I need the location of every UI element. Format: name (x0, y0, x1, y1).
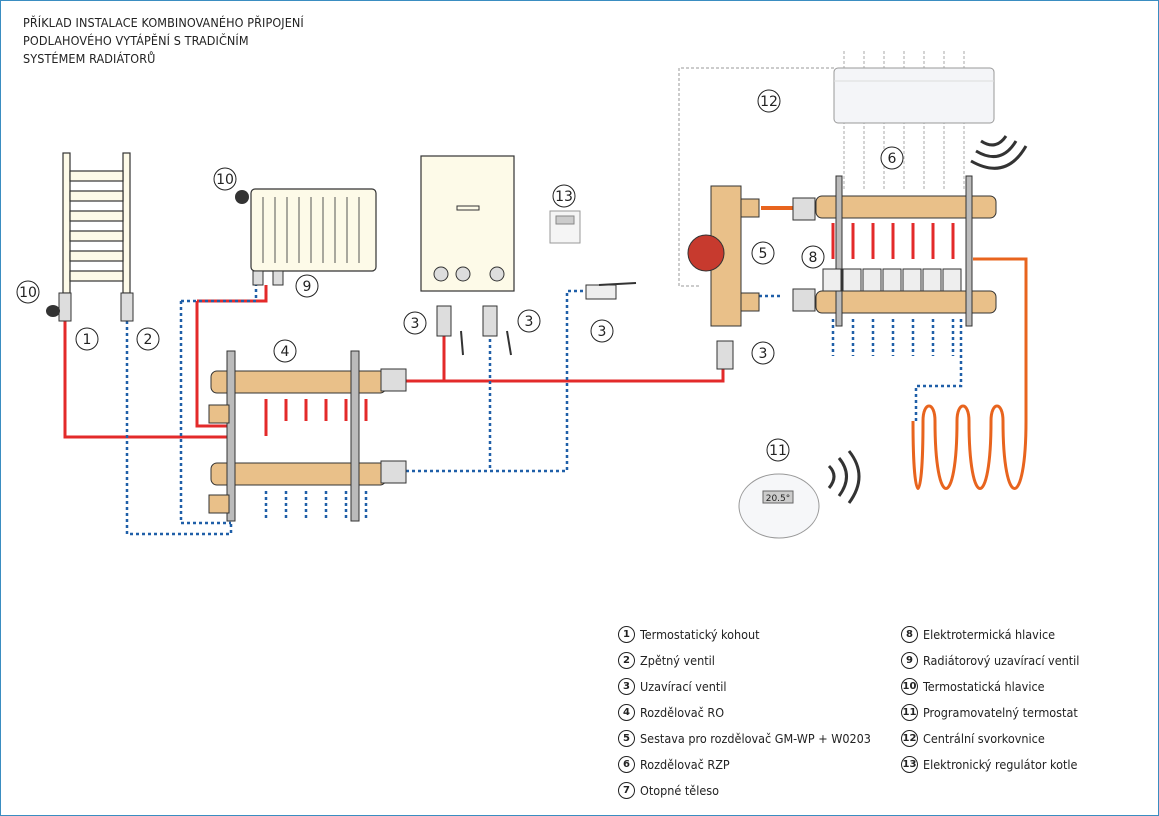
legend-number: 6 (618, 755, 635, 773)
callout-label: 13 (555, 189, 573, 205)
legend-label: Elektronický regulátor kotle (923, 756, 1078, 772)
legend-number: 10 (901, 677, 918, 695)
callout-2: 2 (136, 327, 160, 351)
callout-label: 11 (769, 443, 787, 459)
callout-label: 10 (216, 172, 234, 188)
legend-number: 13 (901, 755, 918, 773)
callout-10: 10 (213, 167, 237, 191)
boiler (420, 155, 515, 292)
legend-label: Rozdělovač RZP (640, 756, 730, 772)
callout-1: 1 (75, 327, 99, 351)
callout-label: 1 (83, 332, 92, 348)
legend-item: 8 Elektrotermická hlavice (901, 621, 1079, 647)
callout-label: 2 (144, 332, 153, 348)
callout-3: 3 (590, 319, 614, 343)
legend-label: Termostatická hlavice (923, 678, 1045, 694)
legend-number: 2 (618, 651, 635, 669)
callout-4: 4 (273, 339, 297, 363)
legend-number: 3 (618, 677, 635, 695)
wireless-signal-icon (827, 450, 861, 504)
callout-3: 3 (403, 311, 427, 335)
callouts: 10 10 9 1 2 4 3 3 3 3 13 5 12 6 8 11 (16, 89, 904, 462)
shutoff-valve (585, 282, 637, 300)
legend-number: 7 (618, 781, 635, 799)
callout-label: 9 (303, 279, 312, 295)
legend-item: 2 Zpětný ventil (618, 647, 871, 673)
legend-item: 5 Sestava pro rozdělovač GM-WP + W0203 (618, 725, 871, 751)
title-line: SYSTÉMEM RADIÁTORŮ (23, 51, 156, 66)
towel-radiator (62, 152, 131, 294)
panel-radiator (235, 188, 377, 286)
wireless-signal-icon (970, 135, 1028, 170)
legend-number: 9 (901, 651, 918, 669)
legend-item: 11 Programovatelný termostat (901, 699, 1079, 725)
callout-label: 8 (809, 250, 818, 266)
legend-item: 10 Termostatická hlavice (901, 673, 1079, 699)
legend-label: Otopné těleso (640, 782, 720, 798)
legend-label: Elektrotermická hlavice (923, 626, 1056, 642)
callout-label: 10 (19, 285, 37, 301)
legend-number: 5 (618, 729, 635, 747)
callout-6: 6 (880, 146, 904, 170)
thermostat-display: 20.5° (766, 494, 791, 504)
callout-3: 3 (751, 341, 775, 365)
legend-item: 1 Termostatický kohout (618, 621, 871, 647)
callout-label: 6 (888, 151, 897, 167)
underfloor-heating-loop (911, 257, 1028, 490)
programmable-thermostat: 20.5° (738, 473, 820, 539)
legend-item: 4 Rozdělovač RO (618, 699, 871, 725)
legend-number: 12 (901, 729, 918, 747)
legend-number: 8 (901, 625, 918, 643)
legend-number: 4 (618, 703, 635, 721)
title-line: PŘÍKLAD INSTALACE KOMBINOVANÉHO PŘIPOJEN… (23, 15, 304, 30)
title-line: PODLAHOVÉHO VYTÁPĚNÍ S TRADIČNÍM (23, 33, 249, 48)
return-valve-icon (120, 292, 134, 322)
legend-label: Zpětný ventil (640, 652, 715, 668)
legend-item: 6 Rozdělovač RZP (618, 751, 871, 777)
callout-5: 5 (751, 241, 775, 265)
legend-number: 11 (901, 703, 918, 721)
thermostatic-valve-icon (46, 292, 72, 322)
callout-11: 11 (766, 438, 790, 462)
callout-9: 9 (295, 274, 319, 298)
callout-label: 3 (411, 316, 420, 332)
callout-label: 3 (525, 314, 534, 330)
legend-left: 1 Termostatický kohout 2 Zpětný ventil 3 Uz… (618, 621, 871, 803)
callout-13: 13 (552, 184, 576, 208)
boiler-regulator (549, 210, 581, 244)
boiler-valves (436, 305, 512, 356)
legend-item: 13 Elektronický regulátor kotle (901, 751, 1079, 777)
legend-item: 9 Radiátorový uzavírací ventil (901, 647, 1079, 673)
legend-right: 8 Elektrotermická hlavice 9 Radiátorový uz… (901, 621, 1079, 777)
callout-3: 3 (517, 309, 541, 333)
callout-8: 8 (801, 245, 825, 269)
callout-10: 10 (16, 280, 40, 304)
legend-number: 1 (618, 625, 635, 643)
legend-label: Uzavírací ventil (640, 678, 727, 694)
callout-label: 3 (759, 346, 768, 362)
legend-item: 3 Uzavírací ventil (618, 673, 871, 699)
legend-label: Programovatelný termostat (923, 704, 1078, 720)
central-terminal-box (833, 67, 995, 124)
callout-label: 12 (760, 94, 778, 110)
legend-item: 7 Otopné těleso (618, 777, 871, 803)
pump-group (687, 185, 760, 370)
manifold-rzp (792, 175, 997, 327)
manifold-ro (208, 350, 407, 522)
legend-label: Rozdělovač RO (640, 704, 725, 720)
legend-label: Radiátorový uzavírací ventil (923, 652, 1080, 668)
callout-label: 5 (759, 246, 768, 262)
callout-label: 3 (598, 324, 607, 340)
legend-label: Centrální svorkovnice (923, 730, 1045, 746)
callout-12: 12 (757, 89, 781, 113)
control-wiring (678, 67, 834, 287)
legend-label: Sestava pro rozdělovač GM-WP + W0203 (640, 730, 871, 746)
legend-label: Termostatický kohout (640, 626, 760, 642)
legend-item: 12 Centrální svorkovnice (901, 725, 1079, 751)
diagram-title: PŘÍKLAD INSTALACE KOMBINOVANÉHO PŘIPOJEN… (23, 14, 383, 68)
callout-label: 4 (281, 344, 290, 360)
